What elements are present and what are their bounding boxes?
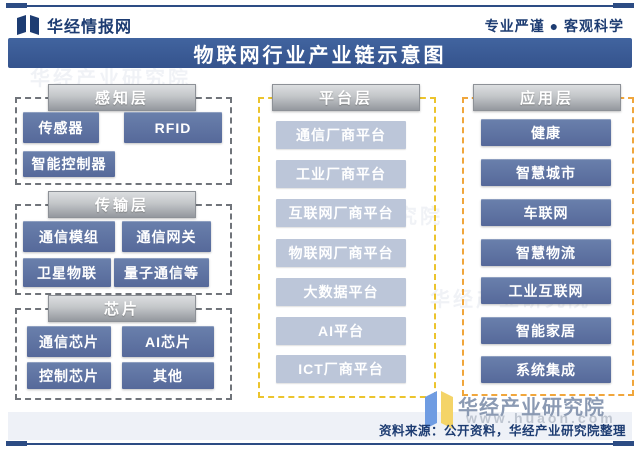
footer-band xyxy=(8,412,632,440)
footer-logo-icon xyxy=(424,390,454,435)
node-quantum-comm: 量子通信等 xyxy=(114,258,209,287)
node-ai-chip: AI芯片 xyxy=(122,326,214,357)
top-border-cap-left xyxy=(6,3,27,8)
node-rfid: RFID xyxy=(124,112,222,143)
node-sensor: 传感器 xyxy=(23,112,99,143)
section-header-transmission-layer: 传输层 xyxy=(48,191,196,218)
section-header-perception-layer: 感知层 xyxy=(48,84,196,111)
top-border-cap-right xyxy=(613,3,634,8)
node-industrial-internet: 工业互联网 xyxy=(481,277,611,304)
node-smart-logistics: 智慧物流 xyxy=(481,239,611,266)
diagram-title: 物联网行业产业链示意图 xyxy=(8,38,632,68)
brand: 华经情报网 xyxy=(16,13,132,37)
section-header-chip: 芯片 xyxy=(48,295,196,322)
footer-url-watermark: www.huaon.com xyxy=(466,410,616,426)
node-health: 健康 xyxy=(481,119,611,146)
node-system-integration: 系统集成 xyxy=(481,356,611,383)
bottom-border-cap-left xyxy=(6,441,27,446)
node-smart-controller: 智能控制器 xyxy=(23,151,115,177)
node-ict-vendor-platform: ICT厂商平台 xyxy=(276,355,406,383)
node-satellite-iot: 卫星物联 xyxy=(23,258,111,287)
header-slogan: 专业严谨 ● 客观科学 xyxy=(484,18,624,34)
node-bigdata-platform: 大数据平台 xyxy=(276,278,406,306)
node-telecom-vendor-platform: 通信厂商平台 xyxy=(276,121,406,149)
section-header-application-layer: 应用层 xyxy=(473,84,621,111)
node-ai-platform: AI平台 xyxy=(276,317,406,345)
node-industrial-vendor-platform: 工业厂商平台 xyxy=(276,160,406,188)
node-iov: 车联网 xyxy=(481,199,611,226)
node-comm-module: 通信模组 xyxy=(23,221,115,252)
bottom-border-line xyxy=(6,443,634,445)
node-other-chip: 其他 xyxy=(122,362,214,389)
node-smart-home: 智能家居 xyxy=(481,317,611,344)
footer-logo-text: 华经产业研究院 xyxy=(458,397,605,419)
top-border-line xyxy=(6,5,634,7)
node-iot-vendor-platform: 物联网厂商平台 xyxy=(276,239,406,267)
node-control-chip: 控制芯片 xyxy=(27,362,111,389)
bottom-border-cap-right xyxy=(613,441,634,446)
section-header-platform-layer: 平台层 xyxy=(272,84,420,111)
source-note: 资料来源：公开资料，华经产业研究院整理 xyxy=(378,424,626,438)
node-internet-vendor-platform: 互联网厂商平台 xyxy=(276,199,406,227)
node-smart-city: 智慧城市 xyxy=(481,159,611,186)
node-comm-chip: 通信芯片 xyxy=(27,326,111,357)
node-comm-gateway: 通信网关 xyxy=(122,221,211,252)
brand-name: 华经情报网 xyxy=(47,19,133,36)
huajing-logo-icon xyxy=(16,15,40,35)
